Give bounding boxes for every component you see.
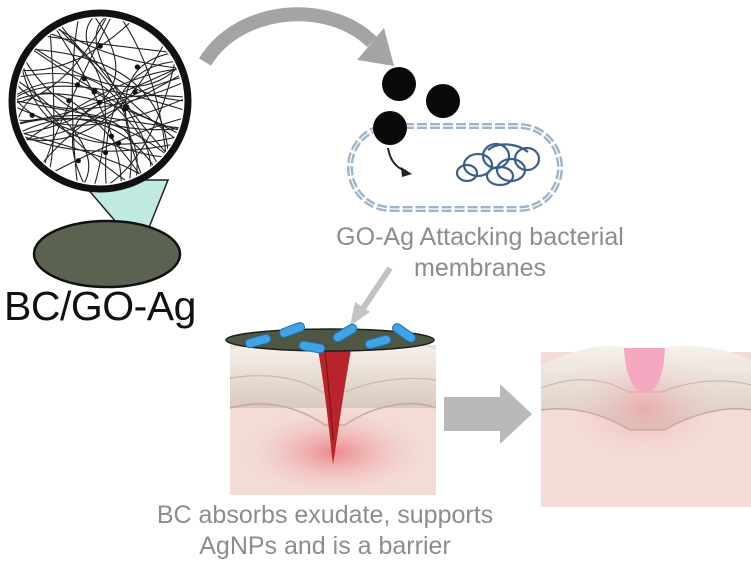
silver-nanoparticle-dot bbox=[29, 112, 35, 118]
particle-entry-arrow bbox=[387, 147, 407, 172]
silver-nanoparticle-dot bbox=[66, 98, 72, 104]
silver-nanoparticle-dot bbox=[96, 99, 102, 105]
fiber-strand bbox=[95, 18, 175, 162]
fiber-strand bbox=[49, 19, 122, 184]
bacterium-rod bbox=[392, 323, 416, 343]
curved-arrow-to-bacteria bbox=[199, 7, 377, 66]
fiber-strand bbox=[85, 18, 183, 146]
fiber-strand bbox=[17, 84, 183, 126]
silver-nanoparticle-dot bbox=[116, 140, 122, 146]
bacterium-cell bbox=[347, 123, 563, 212]
fiber-strand bbox=[17, 98, 183, 130]
fiber-strand bbox=[43, 114, 183, 178]
absorb-caption-line-1: BC absorbs exudate, supports bbox=[156, 501, 494, 529]
attack-caption-line-1: GO-Ag Attacking bacterial bbox=[336, 223, 624, 251]
fiber-strand bbox=[17, 85, 183, 114]
silver-nanoparticle-dot bbox=[75, 158, 81, 164]
infected-wound-skin-block bbox=[229, 344, 437, 495]
absorb-caption-line-2: AgNPs and is a barrier bbox=[199, 532, 451, 560]
bacterium-rod bbox=[244, 333, 272, 349]
healed-skin-block bbox=[540, 345, 751, 507]
go-ag-particle bbox=[426, 84, 460, 118]
fiber-strand bbox=[17, 74, 90, 184]
bacterium-rod bbox=[298, 340, 326, 354]
arrow-to-wound bbox=[359, 266, 393, 312]
wound-cleft bbox=[317, 344, 352, 465]
fiber-strand bbox=[17, 52, 183, 145]
go-ag-particle bbox=[382, 67, 416, 101]
fiber-strand bbox=[17, 18, 139, 72]
silver-nanoparticle-dot bbox=[132, 89, 138, 95]
fiber-strand bbox=[71, 18, 81, 184]
silver-nanoparticle-dot bbox=[97, 43, 103, 49]
bacterial-dna-coil-icon bbox=[455, 142, 541, 187]
fiber-strand bbox=[17, 118, 175, 162]
silver-nanoparticle-dot bbox=[124, 104, 130, 110]
particle-entry-arrowhead bbox=[401, 167, 412, 177]
silver-nanoparticle-dot bbox=[74, 82, 81, 88]
silver-nanoparticle-dot bbox=[92, 87, 98, 93]
fiber-strand bbox=[17, 73, 183, 110]
attack-caption-line-2: membranes bbox=[414, 254, 546, 282]
fiber-strand bbox=[17, 92, 147, 184]
fiber-strand bbox=[87, 46, 179, 184]
absorb-caption: BC absorbs exudate, supports AgNPs and i… bbox=[110, 500, 540, 562]
arrow-to-wound-head bbox=[350, 302, 370, 326]
fiber-strand bbox=[17, 93, 183, 139]
bacterium-rod bbox=[332, 323, 358, 343]
go-ag-particle bbox=[373, 111, 407, 145]
fiber-strand bbox=[23, 43, 183, 134]
bacteria-on-membrane bbox=[244, 322, 416, 354]
fiber-strand bbox=[105, 60, 183, 184]
attack-caption: GO-Ag Attacking bacterial membranes bbox=[290, 222, 670, 284]
healing-progress-arrow bbox=[444, 384, 532, 444]
bacterium-rod bbox=[364, 334, 392, 350]
material-label: BC/GO-Ag bbox=[4, 283, 196, 329]
fiber-strand bbox=[54, 18, 183, 103]
bacterium-rod bbox=[279, 322, 305, 338]
silver-nanoparticle-dot bbox=[81, 76, 87, 82]
fiber-strand bbox=[35, 30, 107, 184]
silver-nanoparticle-dot bbox=[103, 149, 109, 156]
fiber-strand bbox=[17, 18, 117, 137]
fiber-strand bbox=[124, 51, 182, 184]
fiber-strand bbox=[112, 18, 168, 169]
healed-tissue bbox=[624, 348, 665, 393]
silver-nanoparticle-dot bbox=[134, 64, 140, 70]
bc-go-ag-membrane-disc bbox=[32, 219, 182, 289]
silver-nanoparticle-dot bbox=[108, 133, 114, 139]
fiber-strand bbox=[17, 63, 183, 121]
fiber-network-magnified-view bbox=[8, 9, 192, 193]
curved-arrow-head bbox=[357, 28, 394, 66]
